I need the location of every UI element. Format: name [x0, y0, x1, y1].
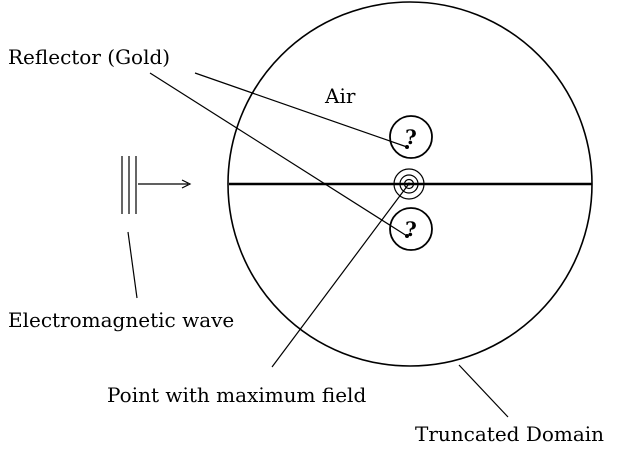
wave-label: Electromagnetic wave: [8, 308, 234, 332]
reflector-leader-top-dot: [405, 145, 409, 149]
max-field-label: Point with maximum field: [107, 383, 366, 407]
reflector-top: [389, 115, 433, 159]
reflector-leader-bottom: [149, 72, 408, 237]
reflector-top-unknown: ?: [405, 125, 417, 149]
reflector-bottom: [389, 207, 433, 251]
air-label: Air: [324, 84, 356, 108]
reflector-leader-bottom-dot: [405, 234, 409, 238]
concentric-circles-icon: [393, 168, 425, 200]
domain-label: Truncated Domain: [415, 422, 604, 446]
wave-leader: [127, 231, 138, 299]
right-arrow-icon: [138, 179, 192, 189]
max-field-leader: [271, 184, 409, 368]
reflector-bottom-unknown: ?: [405, 217, 417, 241]
reflector-leader-top: [194, 72, 408, 148]
triple-vertical-lines-icon: [121, 156, 137, 214]
reflector-label: Reflector (Gold): [8, 45, 170, 69]
domain-leader: [458, 364, 509, 418]
